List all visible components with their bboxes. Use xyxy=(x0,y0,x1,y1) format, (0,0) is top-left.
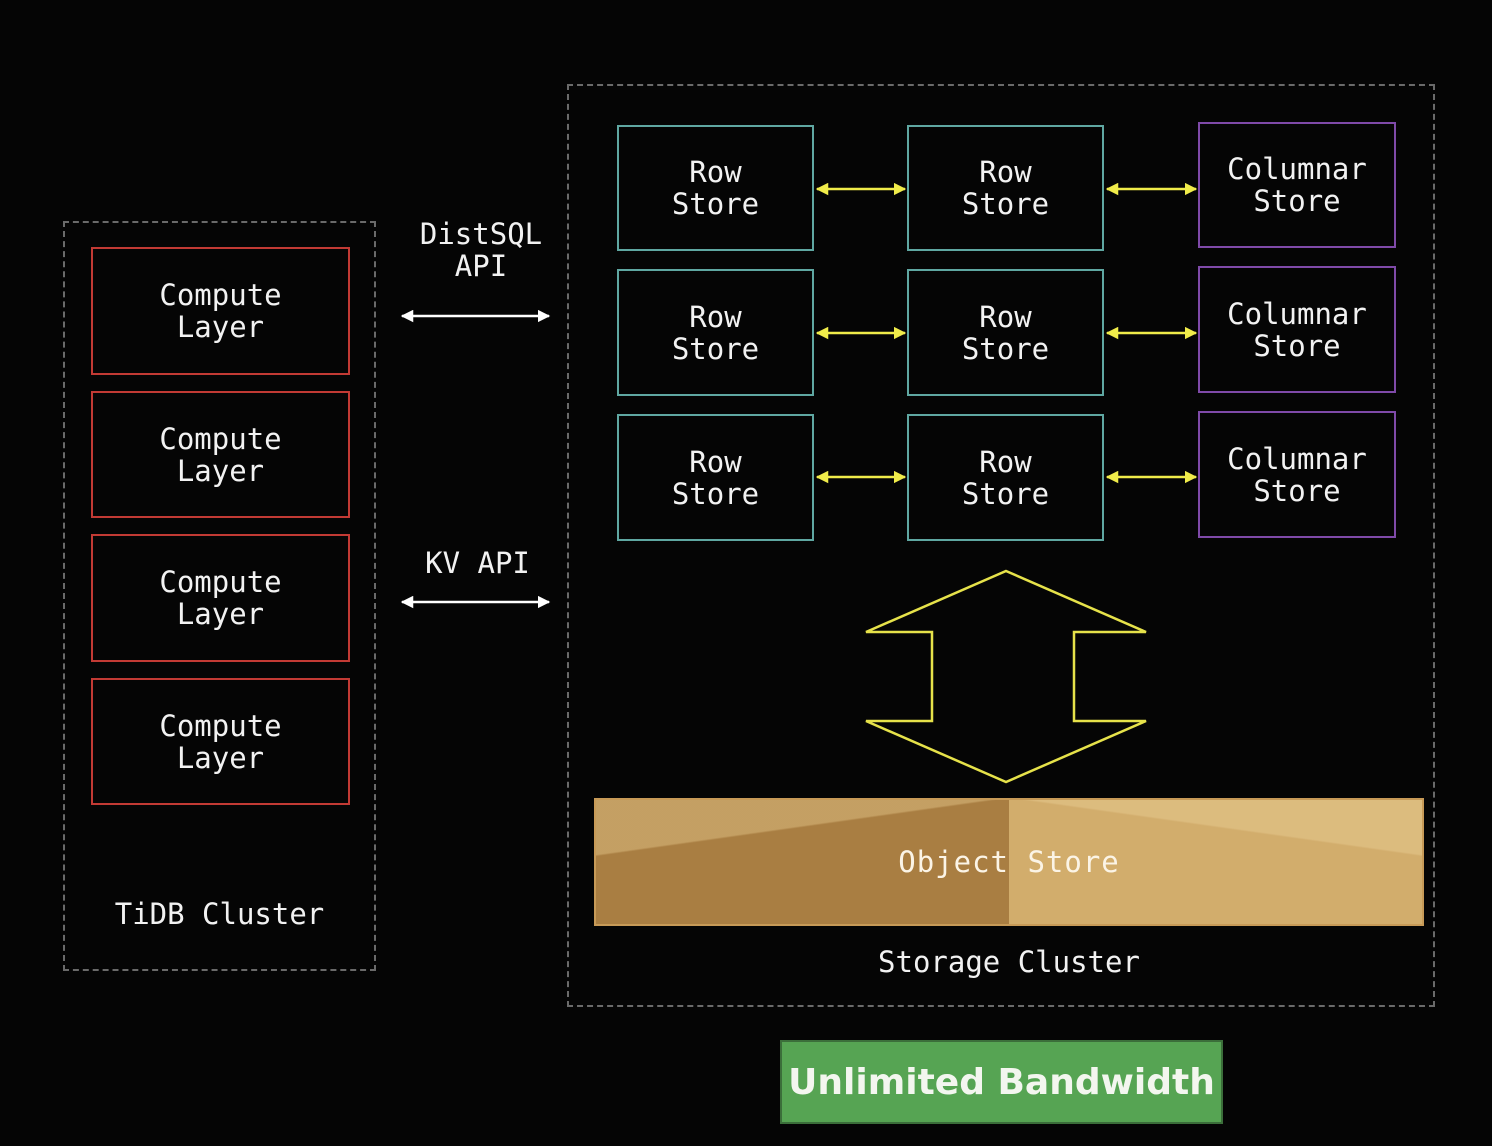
columnar-store-node[interactable]: Columnar Store xyxy=(1198,266,1396,393)
row-store-node[interactable]: Row Store xyxy=(907,125,1104,251)
unlimited-bandwidth-badge: Unlimited Bandwidth xyxy=(780,1040,1223,1124)
columnar-store-node[interactable]: Columnar Store xyxy=(1198,122,1396,248)
row-store-node[interactable]: Row Store xyxy=(907,414,1104,541)
object-store-highlight xyxy=(596,800,1009,924)
object-store-highlight xyxy=(1009,800,1422,924)
compute-layer-node[interactable]: Compute Layer xyxy=(91,247,350,375)
columnar-store-node[interactable]: Columnar Store xyxy=(1198,411,1396,538)
row-store-node[interactable]: Row Store xyxy=(617,125,814,251)
compute-layer-node[interactable]: Compute Layer xyxy=(91,391,350,518)
distsql-api-label: DistSQL API xyxy=(419,217,543,283)
row-store-node[interactable]: Row Store xyxy=(617,414,814,541)
row-store-node[interactable]: Row Store xyxy=(617,269,814,396)
kv-api-label: KV API xyxy=(425,546,530,580)
tidb-cluster-label: TiDB Cluster xyxy=(114,897,325,931)
object-store-label: Object Store xyxy=(898,845,1120,879)
compute-layer-node[interactable]: Compute Layer xyxy=(91,534,350,662)
compute-layer-node[interactable]: Compute Layer xyxy=(91,678,350,805)
storage-cluster-label: Storage Cluster xyxy=(878,945,1140,979)
storage-cluster-boundary xyxy=(567,84,1435,1007)
object-store-block[interactable]: Object Store xyxy=(594,798,1424,926)
badge-label: Unlimited Bandwidth xyxy=(788,1061,1215,1103)
tidb-cluster-boundary xyxy=(63,221,376,971)
row-store-node[interactable]: Row Store xyxy=(907,269,1104,396)
